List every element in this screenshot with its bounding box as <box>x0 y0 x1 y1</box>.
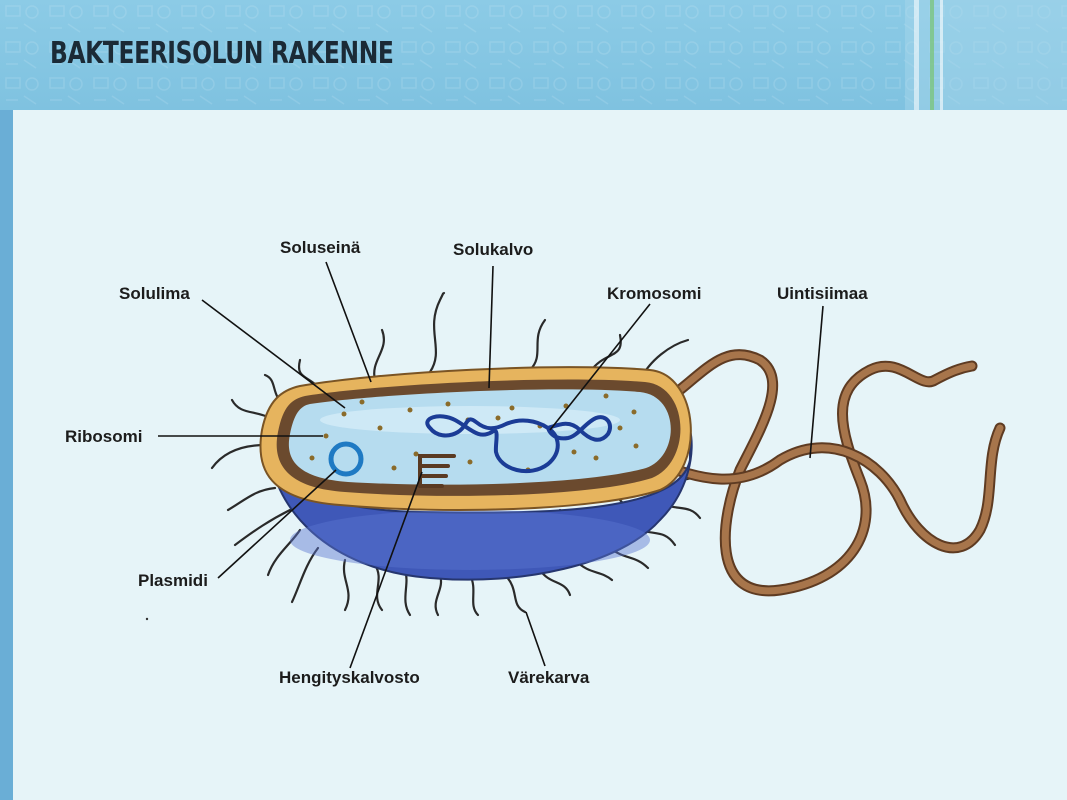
label-soluseina: Soluseinä <box>280 238 361 257</box>
label-ribosomi: Ribosomi <box>65 427 143 446</box>
label-hengityskalvosto: Hengityskalvosto <box>279 668 420 687</box>
label-kromosomi: Kromosomi <box>607 284 702 303</box>
header-pattern <box>0 0 1067 110</box>
chromosome <box>425 414 613 474</box>
slide-header: BAKTEERISOLUN RAKENNE <box>0 0 1067 110</box>
mesosome <box>418 454 456 488</box>
leader-lines <box>158 261 824 669</box>
label-solukalvo: Solukalvo <box>453 240 534 259</box>
label-solulima: Solulima <box>119 284 190 303</box>
label-varekarva: Värekarva <box>508 668 590 687</box>
label-plasmidi: Plasmidi <box>138 571 208 590</box>
ribosomes <box>309 393 639 473</box>
plasmid <box>328 441 364 477</box>
flagella <box>649 349 1006 597</box>
label-uintisiimaa: Uintisiimaa <box>777 284 868 303</box>
cytoplasm <box>288 389 671 485</box>
page-title: BAKTEERISOLUN RAKENNE <box>50 36 394 71</box>
left-accent-bar <box>0 0 13 800</box>
